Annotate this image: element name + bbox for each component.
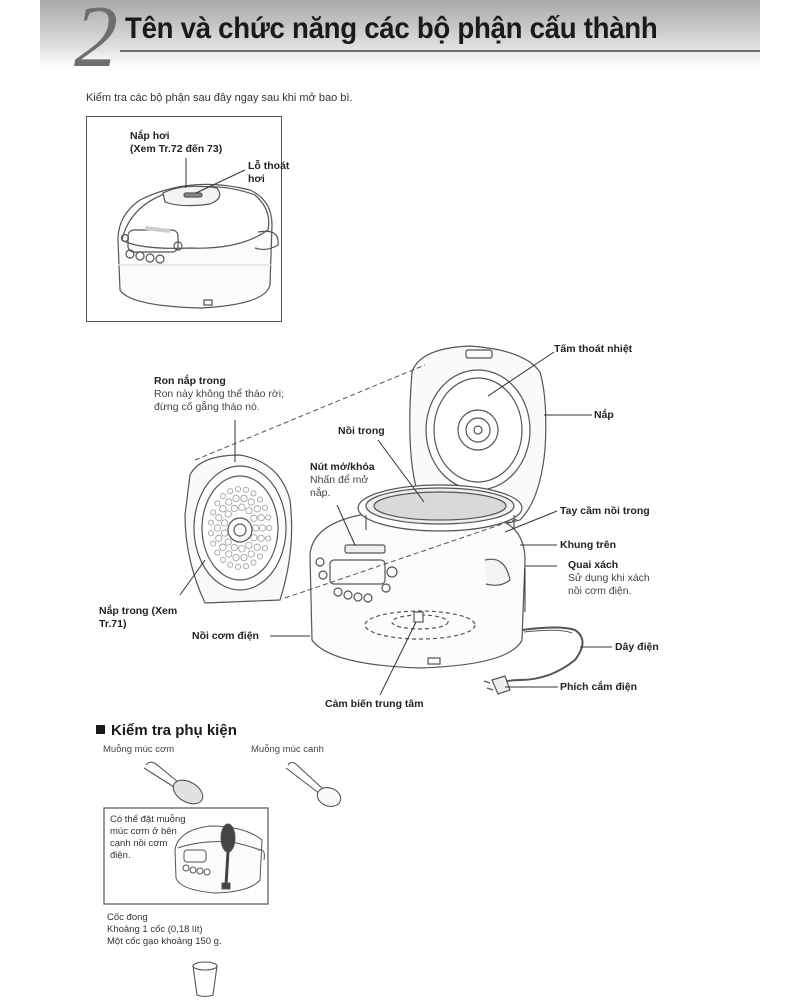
label-soup-ladle: Muỗng múc canh xyxy=(251,744,324,755)
lid-hole xyxy=(235,486,242,493)
lid-hole xyxy=(240,494,248,503)
lid-hole xyxy=(256,496,263,503)
lid-hole xyxy=(250,490,257,497)
lid-hole xyxy=(242,563,249,570)
lid-hole xyxy=(242,486,249,493)
lid-hole xyxy=(221,529,229,537)
measuring-cup-icon xyxy=(192,961,218,998)
lid-hole xyxy=(238,545,246,553)
lid-hole xyxy=(214,549,221,556)
label-power-cord: Dây điện xyxy=(615,641,659,653)
lid-hole xyxy=(250,514,258,522)
lid-hole xyxy=(225,498,233,506)
lid-hole xyxy=(224,510,232,518)
label-top-frame: Khung trên xyxy=(560,539,616,551)
lid-hole xyxy=(258,524,267,532)
chapter-number: 2 xyxy=(74,0,118,86)
lid-hole xyxy=(253,543,261,551)
intro-text: Kiểm tra các bộ phận sau đây ngay sau kh… xyxy=(86,92,353,104)
label-steam-vent: Lỗ thoát hơi xyxy=(248,160,290,185)
lid-hole xyxy=(215,514,223,522)
label-steam-cap: Nắp hơi (Xem Tr.72 đến 73) xyxy=(130,130,223,155)
lid-hole xyxy=(225,550,233,558)
lid-hole xyxy=(215,534,223,542)
measuring-cup-note: Cốc đong Khoảng 1 cốc (0,18 lít) Một cốc… xyxy=(107,912,222,947)
lid-hole xyxy=(238,503,246,511)
square-bullet-icon xyxy=(96,725,105,734)
soup-ladle-icon xyxy=(285,761,342,807)
lid-hole xyxy=(208,530,215,537)
lid-hole xyxy=(247,498,255,506)
lid-hole xyxy=(250,559,257,566)
lid-hole xyxy=(224,538,232,546)
page-title: Tên và chức năng các bộ phận cấu thành xyxy=(125,12,658,45)
label-open-button: Nút mở/khóa Nhấn để mở nắp. xyxy=(310,461,375,499)
scoop-holder-note: Có thể đặt muỗng múc cơm ở bên cạnh nồi … xyxy=(110,814,186,861)
lid-hole xyxy=(232,494,240,503)
lid-hole xyxy=(230,544,239,552)
label-inner-pot-handle: Tay cầm nồi trong xyxy=(560,505,650,517)
label-inner-lid-gasket: Ron nắp trong Ron này không thể tháo rời… xyxy=(154,375,285,413)
accessories-section-title: Kiểm tra phụ kiện xyxy=(96,722,237,739)
lid-hole xyxy=(261,545,268,552)
lid-hole xyxy=(214,500,221,507)
lid-hole xyxy=(266,525,273,532)
label-lid: Nắp xyxy=(594,409,614,421)
lid-hole xyxy=(220,493,227,500)
title-underline xyxy=(120,50,760,52)
label-carry-handle: Quai xách Sử dụng khi xách nồi cơm điện. xyxy=(568,559,650,597)
lid-hole xyxy=(230,504,239,512)
lid-hole xyxy=(210,509,217,516)
lid-hole xyxy=(247,550,255,558)
rice-scoop-icon xyxy=(143,761,204,805)
lid-hole xyxy=(265,535,272,542)
label-heat-plate: Tấm thoát nhiệt xyxy=(554,343,633,355)
lid-hole xyxy=(257,534,265,542)
lid-hole xyxy=(245,507,253,515)
lid-hole xyxy=(219,543,227,551)
lid-hole xyxy=(210,540,217,547)
label-rice-scoop: Muỗng múc cơm xyxy=(103,744,175,755)
lid-hole xyxy=(227,561,234,568)
lid-hole xyxy=(240,553,248,562)
cooker-with-scoop-icon xyxy=(174,823,265,894)
lid-hole xyxy=(261,504,268,511)
inner-lid-hole-pattern xyxy=(208,486,273,570)
lid-hole xyxy=(232,553,240,562)
lid-hole xyxy=(245,541,253,549)
lid-hole xyxy=(227,488,234,495)
lid-hole xyxy=(257,514,265,522)
lid-hole xyxy=(250,534,258,542)
lid-hole xyxy=(213,524,222,532)
lid-hole xyxy=(256,553,263,560)
label-center-sensor: Cảm biến trung tâm xyxy=(325,698,424,710)
label-power-plug: Phích cắm điện xyxy=(560,681,638,693)
label-rice-cooker: Nồi cơm điện xyxy=(192,630,259,642)
lid-hole xyxy=(235,563,242,570)
lid-hole xyxy=(220,556,227,563)
label-inner-pot: Nồi trong xyxy=(338,425,385,437)
header-fade xyxy=(40,50,760,72)
lid-hole xyxy=(265,514,272,521)
lid-hole xyxy=(221,519,229,527)
lid-hole xyxy=(208,519,215,526)
label-inner-lid: Nắp trong (Xem Tr.71) xyxy=(99,605,178,630)
lid-hole xyxy=(253,505,261,513)
lid-hole xyxy=(252,524,260,532)
lid-hole xyxy=(219,505,227,513)
